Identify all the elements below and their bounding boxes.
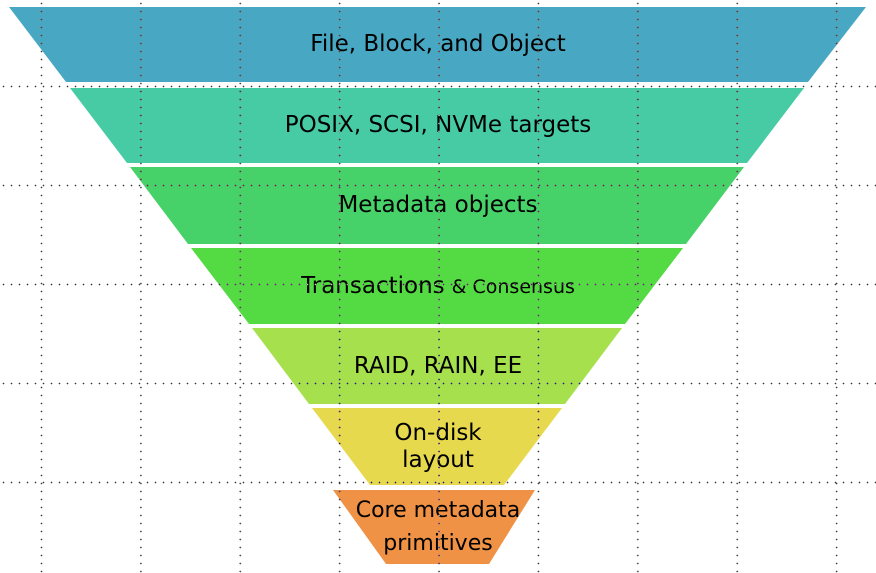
band-label-metadata-objects: Metadata objects	[338, 192, 538, 219]
band-label-on-disk-layout: On-disk layout	[394, 419, 482, 473]
band-file-block-object: File, Block, and Object	[9, 7, 866, 82]
band-label-transactions-consensus: Transactions & Consensus	[301, 273, 575, 299]
band-label-consensus: & Consensus	[451, 275, 575, 298]
band-posix-scsi-nvme: POSIX, SCSI, NVMe targets	[70, 88, 804, 163]
band-label-core-metadata-primitives: Core metadata primitives	[355, 498, 521, 556]
band-label-raid-rain-ee: RAID, RAIN, EE	[353, 352, 523, 379]
band-transactions-consensus: Transactions & Consensus	[191, 248, 683, 324]
band-label-file-block-object: File, Block, and Object	[310, 31, 566, 58]
band-label-posix-scsi-nvme: POSIX, SCSI, NVMe targets	[284, 112, 592, 139]
band-on-disk-layout: On-disk layout	[312, 408, 562, 485]
band-label-transactions: Transactions	[301, 272, 445, 299]
band-metadata-objects: Metadata objects	[130, 167, 744, 244]
band-core-metadata-primitives: Core metadata primitives	[333, 490, 535, 564]
band-raid-rain-ee: RAID, RAIN, EE	[252, 328, 622, 404]
